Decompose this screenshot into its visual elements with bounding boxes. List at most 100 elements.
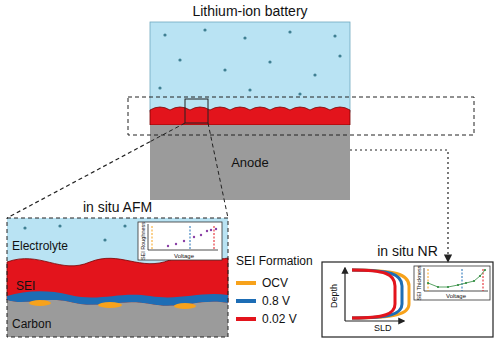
electrolyte-fill bbox=[150, 22, 350, 112]
afm-inset: in situ AFMElectrolyteSEICarbonSEI Rough… bbox=[7, 218, 228, 337]
plot-axes bbox=[148, 224, 218, 250]
sei-region: SEI bbox=[16, 276, 35, 294]
data-point bbox=[206, 230, 208, 232]
region-label: Anode bbox=[231, 155, 269, 171]
afm-carbon bbox=[7, 300, 228, 337]
data-point bbox=[447, 286, 449, 288]
data-point bbox=[457, 284, 459, 286]
ocv-marker bbox=[428, 269, 429, 291]
roughness-plot-box bbox=[138, 222, 222, 260]
plot-axes bbox=[424, 268, 488, 291]
data-point bbox=[484, 269, 486, 271]
ion-dot bbox=[248, 88, 251, 91]
sld-axis bbox=[345, 320, 404, 321]
thickness-line bbox=[428, 270, 485, 287]
ion-dot bbox=[333, 34, 336, 37]
ion-dot bbox=[313, 73, 316, 76]
ocv-deposits bbox=[29, 300, 196, 309]
region-label: Electrolyte bbox=[12, 239, 68, 253]
afm-sei bbox=[7, 256, 228, 306]
thickness-points bbox=[427, 269, 486, 288]
axis-label: Voltage bbox=[146, 253, 222, 260]
zoom-line bbox=[208, 123, 228, 218]
data-point bbox=[427, 282, 429, 284]
ion-dots bbox=[158, 28, 341, 95]
axis-label: Voltage bbox=[422, 293, 490, 300]
region-label: SEI bbox=[16, 279, 35, 293]
data-point bbox=[193, 236, 195, 238]
anode-layer: Anode bbox=[150, 125, 350, 200]
legend-label: 0.8 V bbox=[262, 294, 290, 308]
ocv-deposit bbox=[98, 302, 122, 308]
v002-marker bbox=[214, 226, 215, 250]
legend-label: OCV bbox=[262, 276, 288, 290]
afm-electrolyte bbox=[7, 218, 228, 337]
panel-title: in situ AFM bbox=[7, 199, 228, 215]
axis-label: Depth bbox=[329, 284, 340, 308]
legend-label: 0.02 V bbox=[262, 312, 297, 326]
thickness-plot: SEI ThicknessVoltage bbox=[414, 266, 490, 300]
ion-dot bbox=[298, 92, 301, 95]
ion-dot bbox=[268, 60, 271, 63]
ion-dot bbox=[58, 224, 61, 227]
roughness-plot: SEI RoughnessVoltage bbox=[138, 222, 222, 260]
ocv-marker bbox=[152, 226, 153, 250]
zoom-region bbox=[128, 97, 474, 135]
v08-marker bbox=[462, 269, 463, 291]
data-point bbox=[175, 243, 177, 245]
ocv-profile bbox=[352, 270, 409, 318]
ion-dot bbox=[243, 36, 246, 39]
region-label: Carbon bbox=[12, 317, 51, 331]
depth-axis bbox=[344, 268, 345, 321]
ion-dot bbox=[103, 238, 106, 241]
legend-swatch bbox=[236, 317, 256, 321]
panel-title: in situ NR bbox=[322, 243, 493, 259]
axis-label: SEI Thickness bbox=[416, 265, 422, 300]
battery-cell: Lithium-ion batteryAnode bbox=[150, 22, 350, 200]
ion-dot bbox=[288, 30, 291, 33]
ion-dot bbox=[223, 68, 226, 71]
data-point bbox=[183, 240, 185, 242]
roughness-points bbox=[167, 228, 217, 247]
data-point bbox=[210, 229, 212, 231]
nr-inset: in situ NRSEI ThicknessVoltage bbox=[322, 262, 493, 337]
v08-profile bbox=[352, 270, 402, 318]
ion-dot bbox=[163, 33, 166, 36]
legend: OCV 0.8 V 0.02 V bbox=[236, 274, 297, 328]
v002-profile bbox=[352, 270, 395, 318]
ocv-deposit bbox=[174, 303, 196, 309]
axis-label: SLD bbox=[374, 323, 392, 334]
data-point bbox=[215, 228, 217, 230]
ion-dot bbox=[158, 86, 161, 89]
legend-swatch bbox=[236, 281, 256, 285]
thickness-plot-box bbox=[414, 266, 490, 300]
zoom-square bbox=[185, 99, 208, 123]
data-point bbox=[200, 234, 202, 236]
axis-label: SEI Roughness bbox=[140, 222, 146, 260]
data-point bbox=[167, 245, 169, 247]
ocv-deposit bbox=[29, 300, 51, 306]
ion-dot bbox=[23, 226, 26, 229]
electrolyte-region: Electrolyte bbox=[12, 236, 68, 254]
ion-dot bbox=[123, 224, 126, 227]
legend-title: SEI Formation bbox=[236, 254, 313, 268]
data-point bbox=[465, 282, 467, 284]
data-point bbox=[437, 286, 439, 288]
ion-dot bbox=[338, 54, 341, 57]
nr-border bbox=[322, 262, 493, 337]
legend-row: OCV bbox=[236, 274, 297, 292]
ion-dot bbox=[178, 58, 181, 61]
v08-marker bbox=[190, 226, 191, 250]
afm-border bbox=[7, 218, 228, 337]
legend-swatch bbox=[236, 299, 256, 303]
data-point bbox=[473, 280, 475, 282]
legend-row: 0.8 V bbox=[236, 292, 297, 310]
panel-title: Lithium-ion battery bbox=[150, 3, 350, 19]
anode-fill bbox=[150, 125, 350, 200]
sei-layer bbox=[150, 107, 350, 125]
data-point bbox=[479, 275, 481, 277]
ion-dot bbox=[203, 28, 206, 31]
carbon-region: Carbon bbox=[12, 314, 51, 332]
